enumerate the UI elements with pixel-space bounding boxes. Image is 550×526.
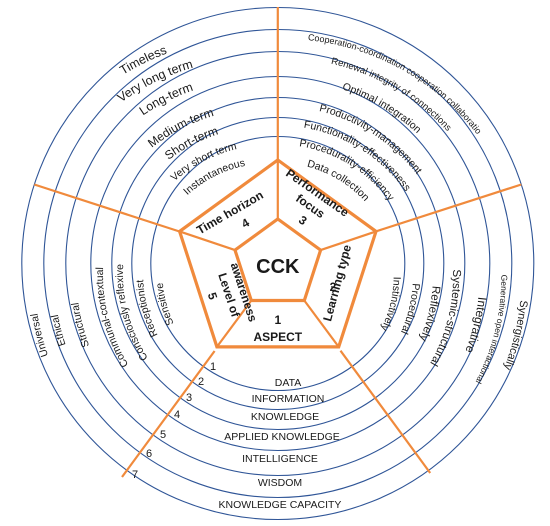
- aspect-levels: DATA INFORMATION KNOWLEDGE APPLIED KNOWL…: [219, 377, 342, 511]
- svg-text:Optimal integration: Optimal integration: [341, 81, 424, 136]
- learning-type-level: Instinctively: [378, 277, 403, 334]
- ring-number: 3: [186, 392, 192, 404]
- performance-focus-number: 3: [296, 213, 310, 228]
- aspect-number: 1: [274, 313, 281, 327]
- aspect-level: INTELLIGENCE: [242, 453, 318, 465]
- time-horizon-levels: Instantaneous Very short term Short-term…: [115, 43, 246, 198]
- performance-focus-level: Optimal integration: [341, 81, 424, 136]
- aspect-level: APPLIED KNOWLEDGE: [224, 431, 340, 443]
- level-of-awareness-number: 5: [205, 291, 220, 302]
- ring-number: 2: [198, 376, 204, 388]
- pentagons: [177, 158, 378, 349]
- ring-numbers: 1 2 3 4 5 6 7: [132, 361, 216, 481]
- aspect-level: WISDOM: [258, 477, 302, 489]
- svg-text:Structural: Structural: [69, 302, 92, 349]
- svg-text:Instinctively: Instinctively: [378, 277, 403, 334]
- learning-type-level: Integrative: [462, 296, 489, 355]
- svg-text:Integrative: Integrative: [462, 296, 489, 355]
- svg-text:Productivity-management: Productivity-management: [318, 102, 424, 176]
- performance-focus-level: Cooperation-coordination cooperation col…: [0, 0, 484, 136]
- aspect-level: DATA: [275, 377, 301, 389]
- time-horizon-number: 4: [239, 215, 252, 231]
- learning-type-levels: Instinctively Procedural Reflexively Sys…: [378, 269, 529, 385]
- aspect-level: KNOWLEDGE CAPACITY: [219, 499, 342, 511]
- center-label: CCK: [256, 256, 300, 278]
- svg-text:Ethical: Ethical: [49, 314, 69, 348]
- ring-number: 5: [160, 429, 166, 441]
- aspect-title: ASPECT: [253, 330, 302, 344]
- spokes: [33, 7, 522, 478]
- level-of-awareness-level: Structural: [69, 302, 92, 349]
- aspect-level: KNOWLEDGE: [251, 411, 319, 423]
- svg-text:Cooperation-coordination coope: Cooperation-coordination cooperation col…: [0, 0, 484, 136]
- learning-type-number: 2: [330, 280, 337, 294]
- ring-number: 6: [146, 448, 152, 460]
- ring-number: 7: [132, 469, 138, 481]
- aspect-level: INFORMATION: [252, 393, 325, 405]
- level-of-awareness-levels: Sensitive Receptionist Consciously refle…: [28, 264, 176, 370]
- level-of-awareness-level: Ethical: [49, 314, 69, 348]
- ring-number: 1: [210, 361, 216, 373]
- performance-focus-level: Productivity-management: [318, 102, 424, 176]
- ring-number: 4: [174, 409, 180, 421]
